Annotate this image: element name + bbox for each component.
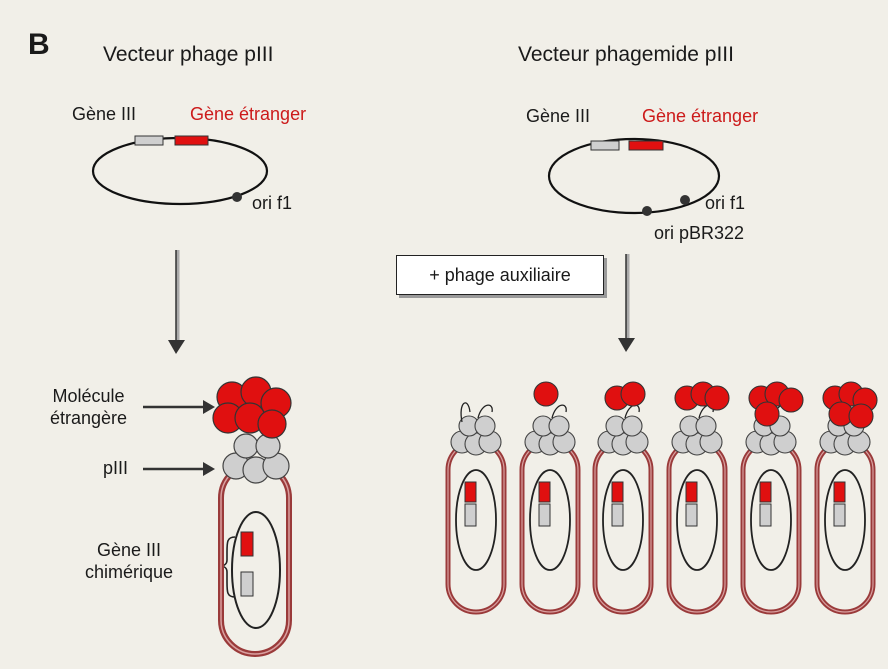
phagemide-particle	[740, 381, 804, 615]
left-gene3-segment	[134, 135, 164, 146]
right-gene3-label: Gène III	[526, 106, 591, 126]
phagemide-particle	[666, 381, 730, 615]
phagemide-foreign-insert	[833, 481, 846, 503]
left-title: Vecteur phage pIII	[103, 43, 274, 66]
phagemide-foreign-insert	[685, 481, 698, 503]
phagemide-particle	[814, 381, 878, 615]
phagemide-particle	[445, 402, 507, 615]
phagemide-gene3-insert	[611, 503, 624, 527]
right-phage-group	[445, 381, 878, 615]
left-foreign-gene-segment	[174, 135, 209, 146]
right-gene3-segment	[590, 140, 620, 151]
right-down-arrow	[618, 254, 635, 352]
panel-letter: B	[28, 28, 50, 61]
right-ori-f1-label: ori f1	[705, 193, 746, 213]
chimeric-gene-label: Gène III chimérique	[85, 540, 174, 582]
molecule-arrow	[143, 400, 215, 414]
right-plasmid	[547, 137, 721, 216]
left-ori-f1-label: ori f1	[252, 193, 293, 213]
right-ori-f1-dot	[680, 195, 690, 205]
piii-label: pIII	[103, 458, 129, 478]
phagemide-particle	[592, 381, 654, 615]
left-phage	[212, 376, 292, 657]
phagemide-gene3-insert	[685, 503, 698, 527]
phagemide-particle	[519, 381, 581, 615]
left-phage-gene3-insert	[240, 571, 254, 597]
left-plasmid	[91, 135, 269, 206]
right-foreign-gene-segment	[628, 140, 664, 151]
phagemide-gene3-insert	[759, 503, 772, 527]
phagemide-foreign-insert	[464, 481, 477, 503]
phagemide-gene3-insert	[833, 503, 846, 527]
right-ori-pbr322-label: ori pBR322	[654, 223, 745, 243]
left-down-arrow	[168, 250, 185, 354]
left-phage-foreign-insert	[240, 531, 254, 557]
helper-phage-box: + phage auxiliaire	[396, 255, 604, 295]
phagemide-foreign-insert	[759, 481, 772, 503]
phagemide-gene3-insert	[464, 503, 477, 527]
left-gene3-label: Gène III	[72, 104, 137, 124]
left-foreign-gene-label: Gène étranger	[190, 104, 307, 124]
left-ori-f1-dot	[232, 192, 242, 202]
phagemide-gene3-insert	[538, 503, 551, 527]
right-title: Vecteur phagemide pIII	[518, 43, 734, 66]
phagemide-foreign-insert	[611, 481, 624, 503]
phagemide-foreign-insert	[538, 481, 551, 503]
right-ori-pbr322-dot	[642, 206, 652, 216]
foreign-molecule-label: Molécule étrangère	[50, 386, 128, 428]
piii-arrow	[143, 462, 215, 476]
right-foreign-gene-label: Gène étranger	[642, 106, 759, 126]
